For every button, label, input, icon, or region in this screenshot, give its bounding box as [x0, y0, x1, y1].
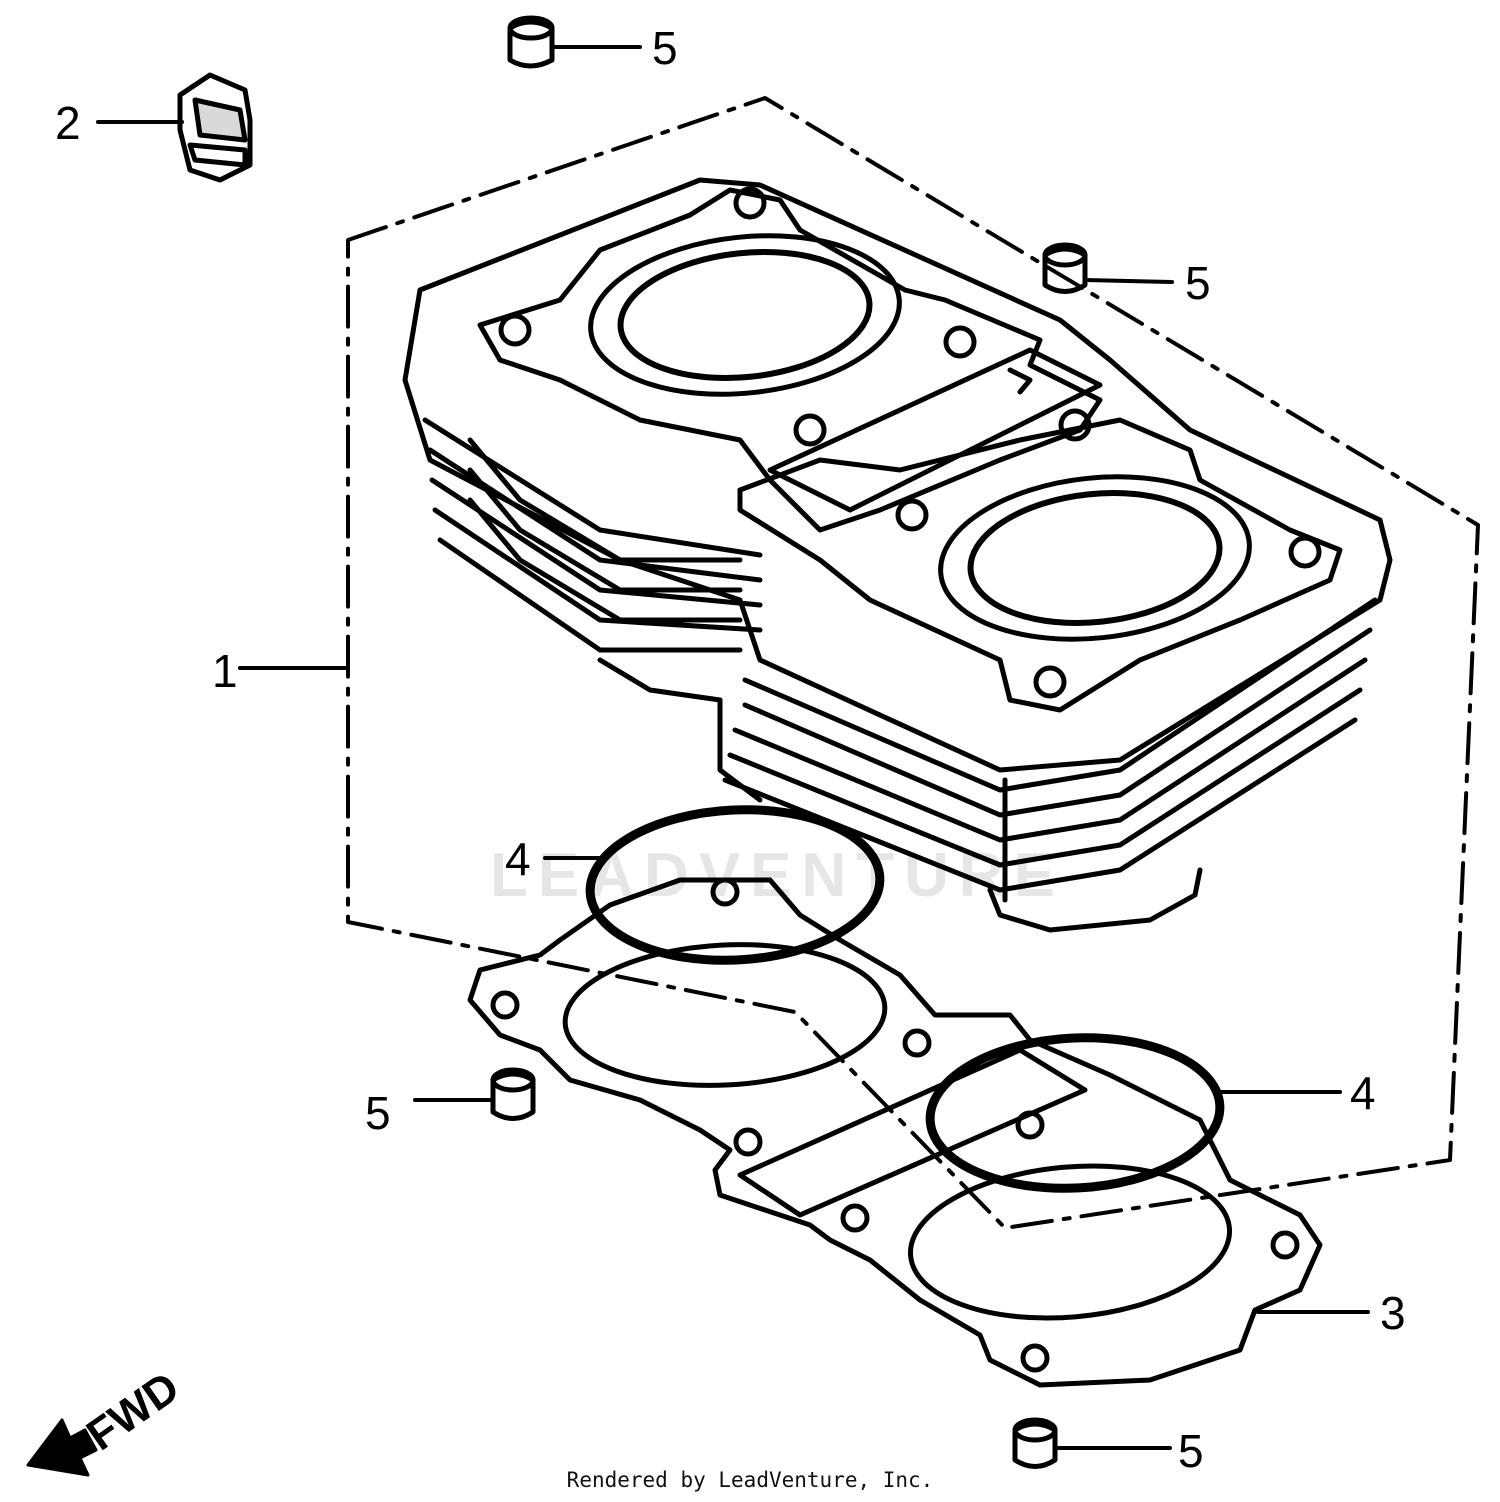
o-ring-right	[925, 1033, 1225, 1193]
callout-1: 1	[212, 645, 238, 697]
callout-4-right: 4	[1350, 1067, 1376, 1119]
dowel-pin	[1042, 242, 1088, 294]
damper-clip	[177, 72, 253, 183]
base-gasket	[467, 877, 1323, 1388]
dowel-pin	[1012, 1417, 1058, 1469]
callout-4-left: 4	[505, 833, 531, 885]
forward-arrow-icon	[26, 1418, 98, 1477]
dowel-pin	[507, 15, 555, 69]
callout-5-bottom: 5	[1178, 1425, 1204, 1477]
callout-3: 3	[1380, 1287, 1406, 1339]
callout-5-top: 5	[652, 22, 678, 74]
cylinder-block	[402, 177, 1393, 933]
callout-5-upper-right: 5	[1185, 257, 1211, 309]
o-ring-left	[585, 805, 885, 965]
callout-5-left: 5	[365, 1087, 391, 1139]
callout-2: 2	[55, 97, 81, 149]
leader-lines	[96, 45, 1370, 1450]
render-credit: Rendered by LeadVenture, Inc.	[566, 1468, 934, 1492]
dowel-pin	[490, 1067, 536, 1121]
assembly-bracket	[346, 96, 1480, 1230]
